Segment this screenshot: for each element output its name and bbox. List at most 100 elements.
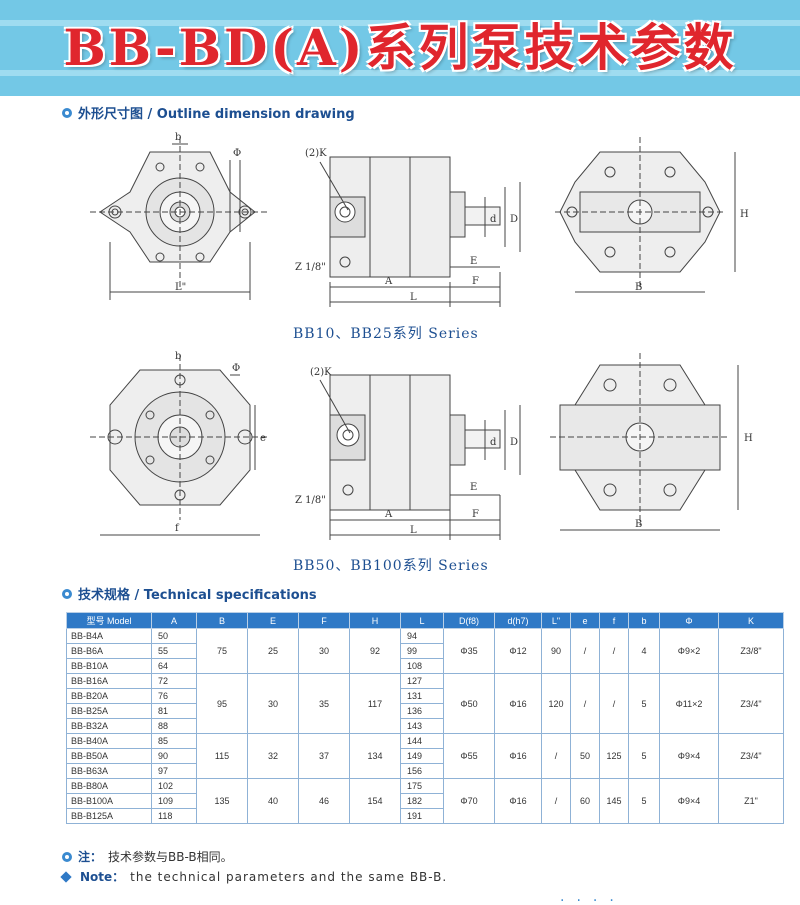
table-row: BB-B80A 102 135 40 46 154 175 Φ70 Φ16 / … xyxy=(66,778,784,824)
note-en-label: Note： xyxy=(80,870,125,884)
b-cell: 135 xyxy=(196,778,248,824)
f-cell: 30 xyxy=(298,628,350,674)
l2-cell: 90 xyxy=(541,628,571,674)
dim-d-1: d xyxy=(490,214,497,225)
dim-f-2: f xyxy=(175,523,180,534)
df8-cell: Φ50 xyxy=(443,673,495,734)
dh7-cell: Φ16 xyxy=(494,673,542,734)
table-row: BB-B16A 72 95 30 35 117 127 Φ50 Φ16 120 … xyxy=(66,673,784,734)
a-cell: 88 xyxy=(151,718,197,734)
a-cell: 76 xyxy=(151,688,197,704)
table-row: BB-B40A 85 115 32 37 134 144 Φ55 Φ16 / 5… xyxy=(66,733,784,779)
side-view-1 xyxy=(319,156,521,307)
model-cell: BB-B10A xyxy=(66,658,152,674)
b-small-cell: 4 xyxy=(628,628,660,674)
k-cell: Z3/4" xyxy=(718,673,784,734)
specs-table: 型号 Model A B E F H L D(f8) d(h7) L" e f … xyxy=(66,612,784,824)
table-row: BB-B50A 90 149 xyxy=(66,748,784,764)
top-view-1 xyxy=(555,137,736,293)
dim-E-2: E xyxy=(470,482,477,493)
outline-heading: 外形尺寸图 / Outline dimension drawing xyxy=(62,103,355,122)
k-cell: Z3/8" xyxy=(718,628,784,674)
table-row: BB-B20A 76 131 xyxy=(66,688,784,704)
col-header: D(f8) xyxy=(443,612,495,629)
e-small-cell: 50 xyxy=(570,733,600,779)
b-cell: 115 xyxy=(196,733,248,779)
note-en-text: the technical parameters and the same BB… xyxy=(130,869,448,884)
dim-A-1: A xyxy=(384,276,393,287)
front-view-2 xyxy=(90,355,270,536)
l-cell: 156 xyxy=(400,763,444,779)
col-header: H xyxy=(349,612,401,629)
dim-B-2: B xyxy=(635,519,642,530)
dim-F-1: F xyxy=(472,276,479,287)
series1-caption: BB10、BB25系列 Series xyxy=(293,326,479,342)
dh7-cell: Φ16 xyxy=(494,733,542,779)
e-cell: 25 xyxy=(247,628,299,674)
l-cell: 136 xyxy=(400,703,444,719)
a-cell: 97 xyxy=(151,763,197,779)
series2-caption: BB50、BB100系列 Series xyxy=(293,558,489,574)
phi-cell: Φ9×2 xyxy=(659,628,719,674)
col-header: E xyxy=(247,612,299,629)
model-cell: BB-B63A xyxy=(66,763,152,779)
a-cell: 109 xyxy=(151,793,197,809)
specs-heading: 技术规格 / Technical specifications xyxy=(62,584,317,603)
dh7-cell: Φ12 xyxy=(494,628,542,674)
l-cell: 131 xyxy=(400,688,444,704)
note-cn: 注： 技术参数与BB-B相同。 xyxy=(62,848,233,865)
page-title: BB-BD(A)系列泵技术参数 xyxy=(63,18,737,77)
model-cell: BB-B20A xyxy=(66,688,152,704)
a-cell: 72 xyxy=(151,673,197,689)
l-cell: 99 xyxy=(400,643,444,659)
df8-cell: Φ55 xyxy=(443,733,495,779)
model-cell: BB-B4A xyxy=(66,628,152,644)
dim-z-1: Z 1/8" xyxy=(295,262,326,273)
note-en: Note： the technical parameters and the s… xyxy=(60,868,448,885)
col-header: K xyxy=(718,612,784,629)
b-small-cell: 5 xyxy=(628,733,660,779)
a-cell: 55 xyxy=(151,643,197,659)
dim-D-1: D xyxy=(510,214,518,225)
f-small-cell: 145 xyxy=(599,778,629,824)
dim-L-2: L xyxy=(410,525,417,536)
a-cell: 81 xyxy=(151,703,197,719)
h-cell: 134 xyxy=(349,733,401,779)
dim-phi-2: Φ xyxy=(232,363,240,374)
top-view-2 xyxy=(550,353,739,531)
phi-cell: Φ9×4 xyxy=(659,778,719,824)
dim-k-2: (2)K xyxy=(310,367,332,378)
col-header: f xyxy=(599,612,629,629)
a-cell: 64 xyxy=(151,658,197,674)
dim-d-2: d xyxy=(490,437,497,448)
col-header: L" xyxy=(541,612,571,629)
l-cell: 108 xyxy=(400,658,444,674)
col-header: b xyxy=(628,612,660,629)
footer-partial-text: .... xyxy=(560,889,626,905)
col-header: e xyxy=(570,612,600,629)
model-cell: BB-B32A xyxy=(66,718,152,734)
e-cell: 30 xyxy=(247,673,299,734)
model-cell: BB-B50A xyxy=(66,748,152,764)
a-cell: 90 xyxy=(151,748,197,764)
col-header: L xyxy=(400,612,444,629)
h-cell: 117 xyxy=(349,673,401,734)
table-row: BB-B25A 81 136 xyxy=(66,703,784,719)
drawing-series1: b Φ L" (2)K d D Z 1/8" E A F L H B xyxy=(90,132,749,307)
col-header: F xyxy=(298,612,350,629)
note-cn-text: 技术参数与BB-B相同。 xyxy=(108,850,233,864)
f-small-cell: / xyxy=(599,673,629,734)
l-cell: 144 xyxy=(400,733,444,749)
dim-b-1: b xyxy=(175,132,181,143)
side-view-2 xyxy=(319,374,521,540)
model-cell: BB-B25A xyxy=(66,703,152,719)
dim-e-2: e xyxy=(260,433,266,444)
f-cell: 46 xyxy=(298,778,350,824)
a-cell: 102 xyxy=(151,778,197,794)
table-row: BB-B4A 50 75 25 30 92 94 Φ35 Φ12 90 / / … xyxy=(66,628,784,674)
dim-E-1: E xyxy=(470,256,477,267)
b-cell: 75 xyxy=(196,628,248,674)
f-small-cell: 125 xyxy=(599,733,629,779)
phi-cell: Φ11×2 xyxy=(659,673,719,734)
drawing-series2: b Φ e f (2)K d D Z 1/8" E A F L H B xyxy=(90,351,753,540)
